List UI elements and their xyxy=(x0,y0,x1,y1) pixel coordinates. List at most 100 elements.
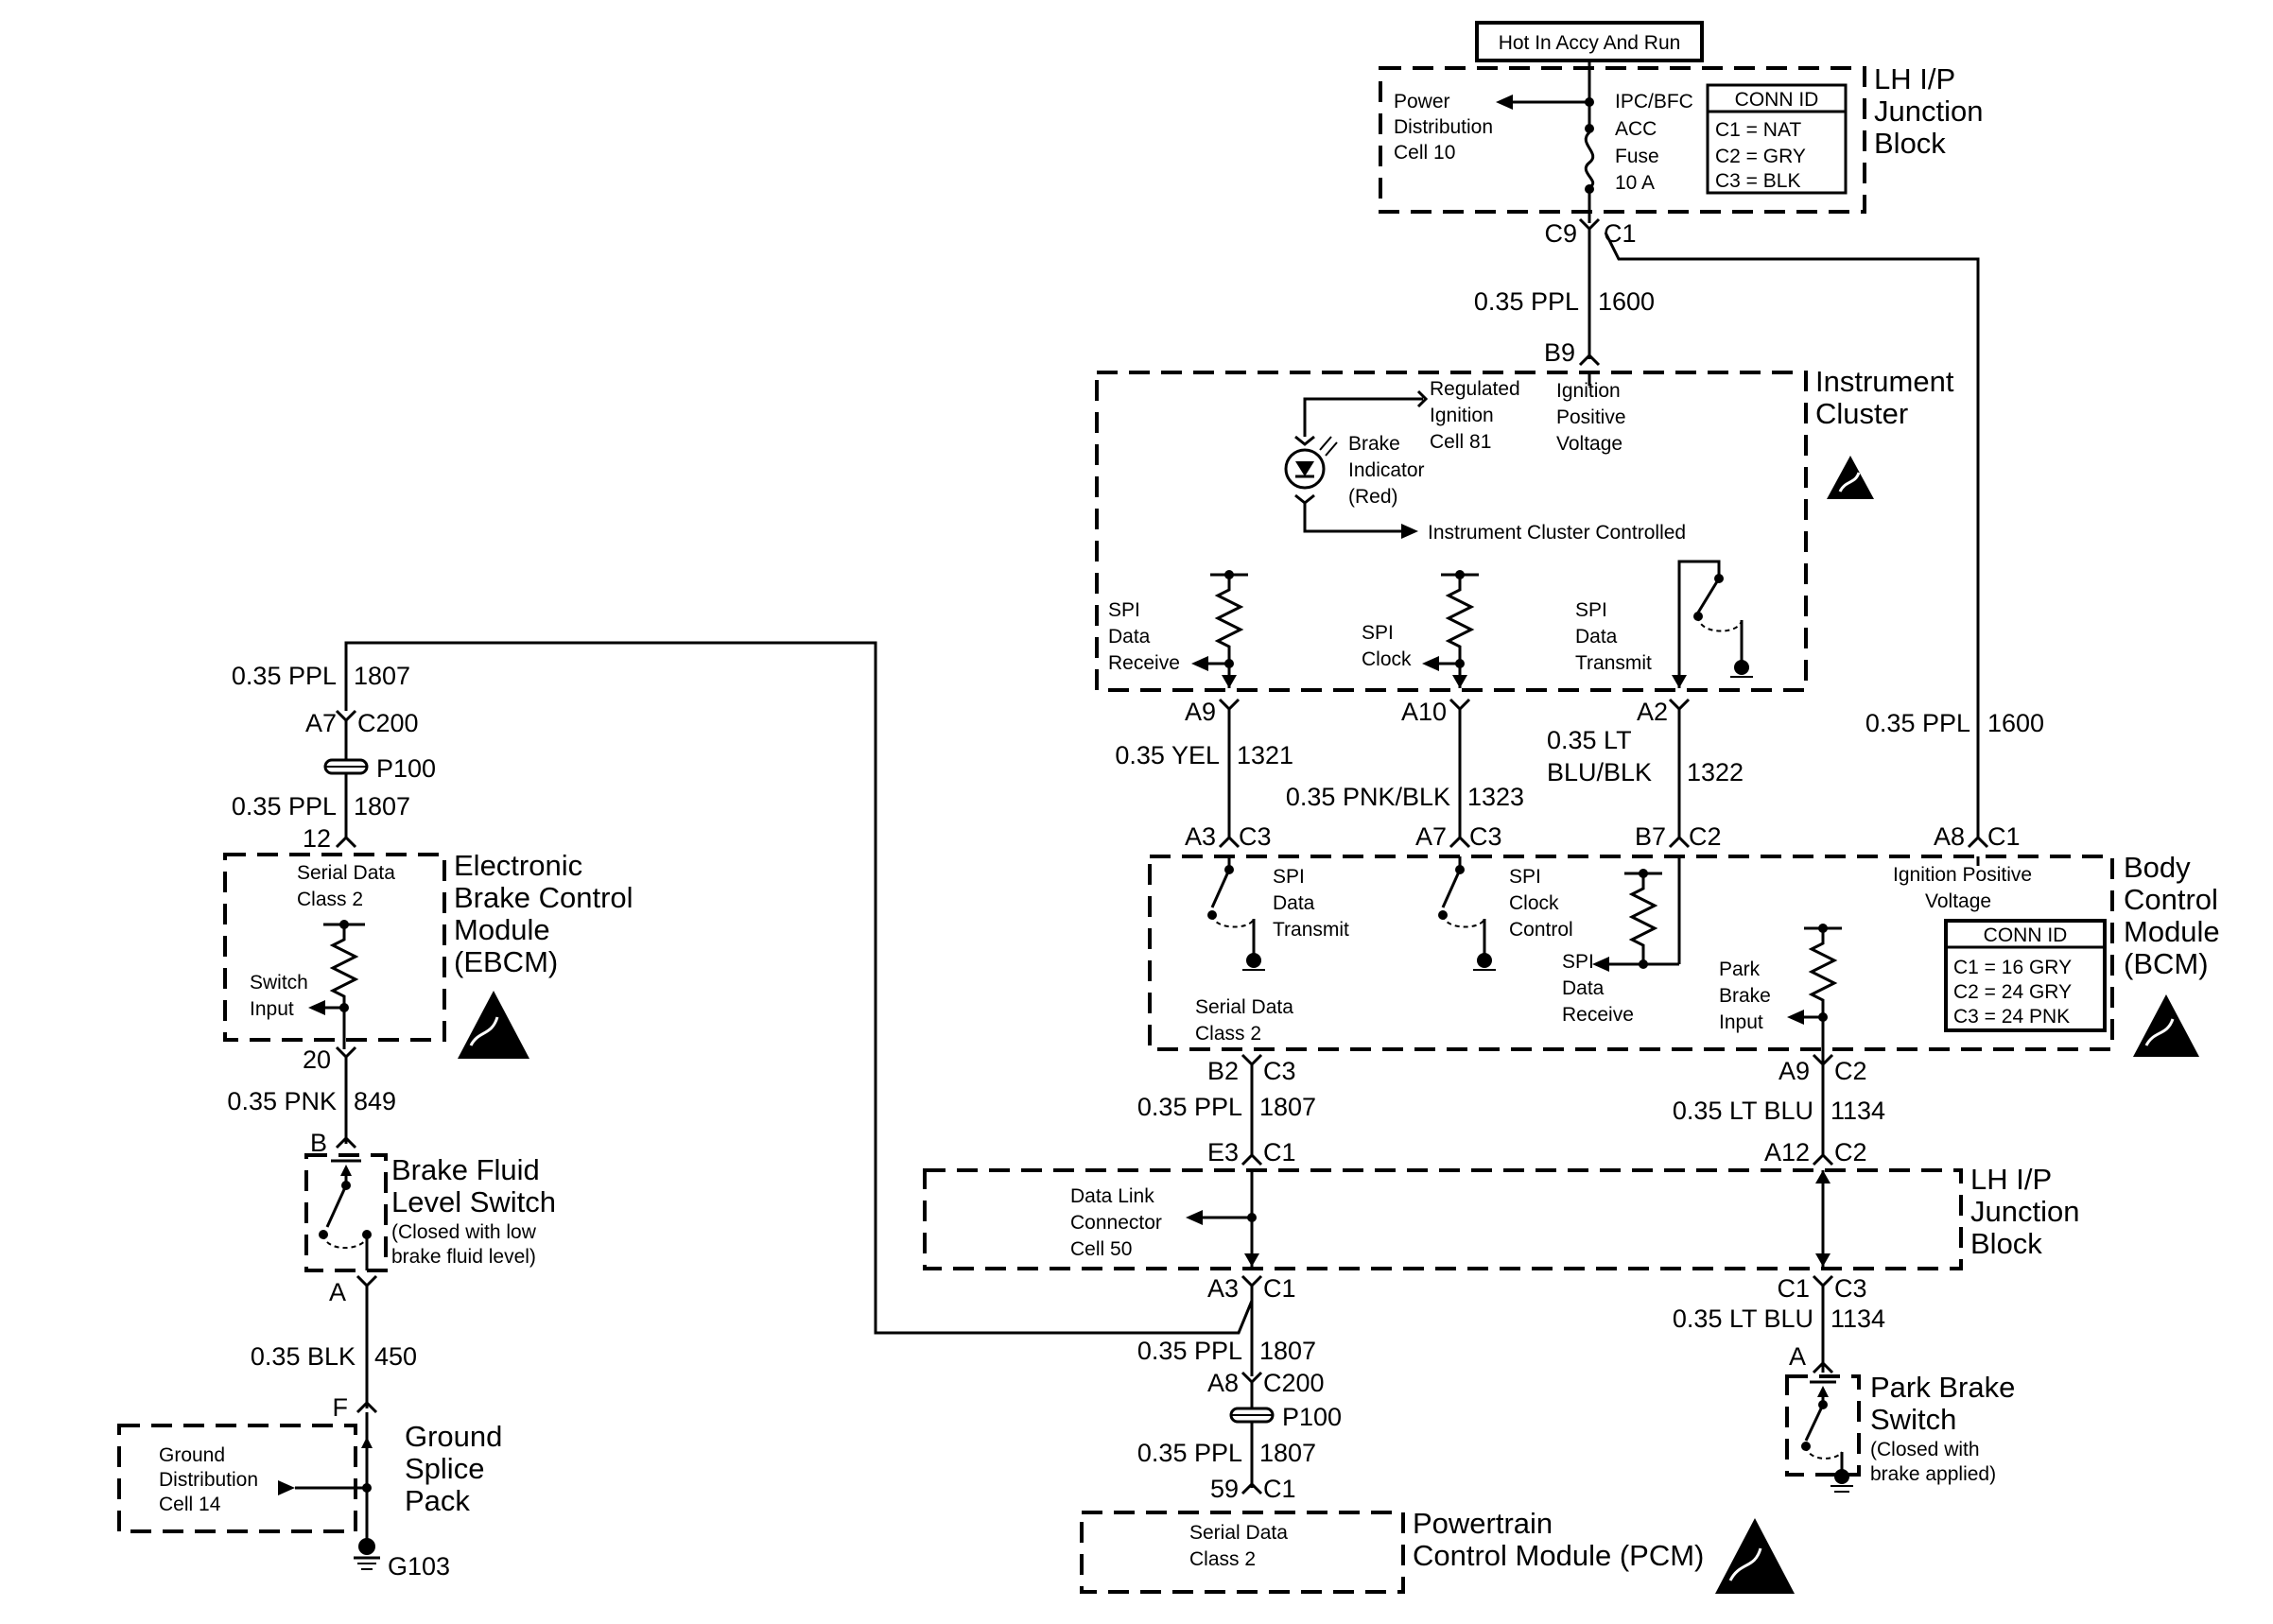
bcm-park-brake-1: Park xyxy=(1719,959,1761,980)
brake-fluid-pin-b: B xyxy=(310,1129,327,1157)
wire-1322-color-2: BLU/BLK xyxy=(1547,758,1652,786)
pcm-pin-59: 59 xyxy=(1210,1475,1239,1503)
wire-1807-a-color: 0.35 PPL xyxy=(232,662,337,690)
bcm-spi-receive-2: Data xyxy=(1562,977,1605,999)
bcm-spi-clock-2: Clock xyxy=(1509,892,1559,914)
bcm-name-1: Body xyxy=(2124,851,2191,884)
spi-transmit-switch xyxy=(1696,560,1721,613)
bcm-ignition-2: Voltage xyxy=(1925,890,1991,912)
brake-fluid-level-switch: Brake Fluid Level Switch (Closed with lo… xyxy=(304,1153,556,1272)
bcm-pin-b2-conn: C3 xyxy=(1263,1057,1296,1085)
ic-spi-transmit-3: Transmit xyxy=(1575,652,1652,674)
ignition-positive-3: Voltage xyxy=(1556,433,1622,455)
brake-indicator-1: Brake xyxy=(1348,433,1400,455)
jb-bottom-name-1: LH I/P xyxy=(1970,1163,2052,1196)
pin-b9: B9 xyxy=(1544,338,1575,367)
bcm-pin-b2: B2 xyxy=(1207,1057,1239,1085)
pin-c1-top: C1 xyxy=(1604,219,1637,248)
park-switch-name-1: Park Brake xyxy=(1870,1371,2015,1404)
wire-1134-b-color: 0.35 LT BLU xyxy=(1673,1304,1813,1333)
bcm-pin-a7: A7 xyxy=(1415,822,1447,851)
body-control-module: Body Control Module (BCM) SPI Data Trans… xyxy=(1148,851,2220,1064)
ebcm-name-4: (EBCM) xyxy=(454,945,558,978)
wire-1600-b-num: 1600 xyxy=(1987,709,2044,737)
bcm-serial-1: Serial Data xyxy=(1195,996,1293,1018)
ebcm-pin-a7-conn: C200 xyxy=(357,709,419,737)
bcm-pin-a9-conn: C2 xyxy=(1834,1057,1867,1085)
jb-pin-c1: C1 xyxy=(1777,1274,1810,1303)
conn-id-c1-top: C1 = NAT xyxy=(1715,119,1801,141)
dlc-label-3: Cell 50 xyxy=(1070,1238,1132,1260)
spi-receive-resistor xyxy=(1214,575,1244,688)
lh-ip-junction-block-bottom: LH I/P Junction Block Data Link Connecto… xyxy=(923,1163,2079,1270)
conn-id-c3-top: C3 = BLK xyxy=(1715,170,1800,192)
esd-icon-pcm xyxy=(1715,1518,1795,1594)
cluster-controlled: Instrument Cluster Controlled xyxy=(1428,522,1686,544)
jb-pin-c1-conn: C3 xyxy=(1834,1274,1867,1303)
powertrain-control-module: Serial Data Class 2 Powertrain Control M… xyxy=(1080,1507,1795,1594)
jb-top-name-2: Junction xyxy=(1874,95,1983,128)
bcm-conn-id-c3: C3 = 24 PNK xyxy=(1953,1006,2070,1028)
ic-spi-receive-3: Receive xyxy=(1108,652,1180,674)
regulated-2: Ignition xyxy=(1430,405,1494,426)
ground-splice-name-3: Pack xyxy=(405,1484,470,1517)
wire-1323-num: 1323 xyxy=(1467,783,1524,811)
fuse-label-4: 10 A xyxy=(1615,172,1655,194)
bcm-pin-a7-conn: C3 xyxy=(1469,822,1502,851)
esd-icon-bcm xyxy=(2133,994,2199,1057)
brake-fluid-note-2: brake fluid level) xyxy=(391,1246,536,1268)
brake-indicator-2: Indicator xyxy=(1348,459,1425,481)
bcm-pin-a8: A8 xyxy=(1934,822,1965,851)
wire-1321-color: 0.35 YEL xyxy=(1115,741,1220,769)
power-source-text: Hot In Accy And Run xyxy=(1499,32,1681,54)
park-switch-pin-a: A xyxy=(1789,1342,1806,1371)
ground-dist-2: Distribution xyxy=(159,1469,258,1491)
jb-pin-a3-conn: C1 xyxy=(1263,1274,1296,1303)
bcm-pin-a8-conn: C1 xyxy=(1987,822,2021,851)
ebcm-name-3: Module xyxy=(454,913,550,946)
fuse-label-2: ACC xyxy=(1615,118,1657,140)
power-distribution-1: Power xyxy=(1394,91,1450,112)
wire-1600-b-color: 0.35 PPL xyxy=(1865,709,1970,737)
wire-1323-color: 0.35 PNK/BLK xyxy=(1286,783,1450,811)
ebcm-module: Electronic Brake Control Module (EBCM) S… xyxy=(223,849,633,1059)
bcm-name-3: Module xyxy=(2124,915,2220,948)
ground-splice-pack: Ground Splice Pack Ground Distribution C… xyxy=(117,1412,502,1541)
ground-dist-1: Ground xyxy=(159,1444,225,1466)
brake-fluid-name-1: Brake Fluid xyxy=(391,1153,540,1186)
jb-pin-a3: A3 xyxy=(1207,1274,1239,1303)
conn-id-box-top: CONN ID C1 = NAT C2 = GRY C3 = BLK xyxy=(1706,83,1848,195)
power-distribution-3: Cell 10 xyxy=(1394,142,1455,164)
wire-1600-a-num: 1600 xyxy=(1598,287,1655,316)
bcm-spi-clock-1: SPI xyxy=(1509,866,1541,888)
bcm-conn-id-title: CONN ID xyxy=(1984,924,2068,946)
wire-1322-color-1: 0.35 LT xyxy=(1547,726,1632,754)
power-distribution-2: Distribution xyxy=(1394,116,1493,138)
ic-spi-receive-2: Data xyxy=(1108,626,1151,648)
ebcm-pin-12: 12 xyxy=(303,824,331,853)
wire-849-num: 849 xyxy=(354,1087,396,1115)
bcm-conn-id-c1: C1 = 16 GRY xyxy=(1953,957,2072,978)
pcm-serial-1: Serial Data xyxy=(1189,1522,1288,1544)
park-switch-name-2: Switch xyxy=(1870,1403,1956,1436)
splice-p100-pcm xyxy=(1229,1407,1275,1424)
wire-1134-a-num: 1134 xyxy=(1831,1097,1885,1125)
park-switch-note-2: brake applied) xyxy=(1870,1463,1996,1485)
pin-a10: A10 xyxy=(1401,698,1447,726)
wire-1807-e-color: 0.35 PPL xyxy=(1137,1439,1242,1467)
bcm-spi-transmit-2: Data xyxy=(1273,892,1315,914)
wire-1134-a-color: 0.35 LT BLU xyxy=(1673,1097,1813,1125)
wire-1600-branch xyxy=(1604,232,1980,839)
fuse-symbol xyxy=(1584,130,1595,189)
ground-g103: G103 xyxy=(388,1552,450,1581)
brake-fluid-name-2: Level Switch xyxy=(391,1185,556,1218)
fuse-label-3: Fuse xyxy=(1615,146,1659,167)
bcm-serial-2: Class 2 xyxy=(1195,1023,1261,1045)
park-brake-switch: Park Brake Switch (Closed with brake app… xyxy=(1785,1371,2015,1493)
conn-id-c2-top: C2 = GRY xyxy=(1715,146,1806,167)
wire-1321-num: 1321 xyxy=(1237,741,1293,769)
bcm-spi-transmit-3: Transmit xyxy=(1273,919,1349,941)
bcm-park-brake-3: Input xyxy=(1719,1011,1763,1033)
pcm-pin-a8: A8 xyxy=(1207,1369,1239,1397)
pin-a2: A2 xyxy=(1637,698,1668,726)
